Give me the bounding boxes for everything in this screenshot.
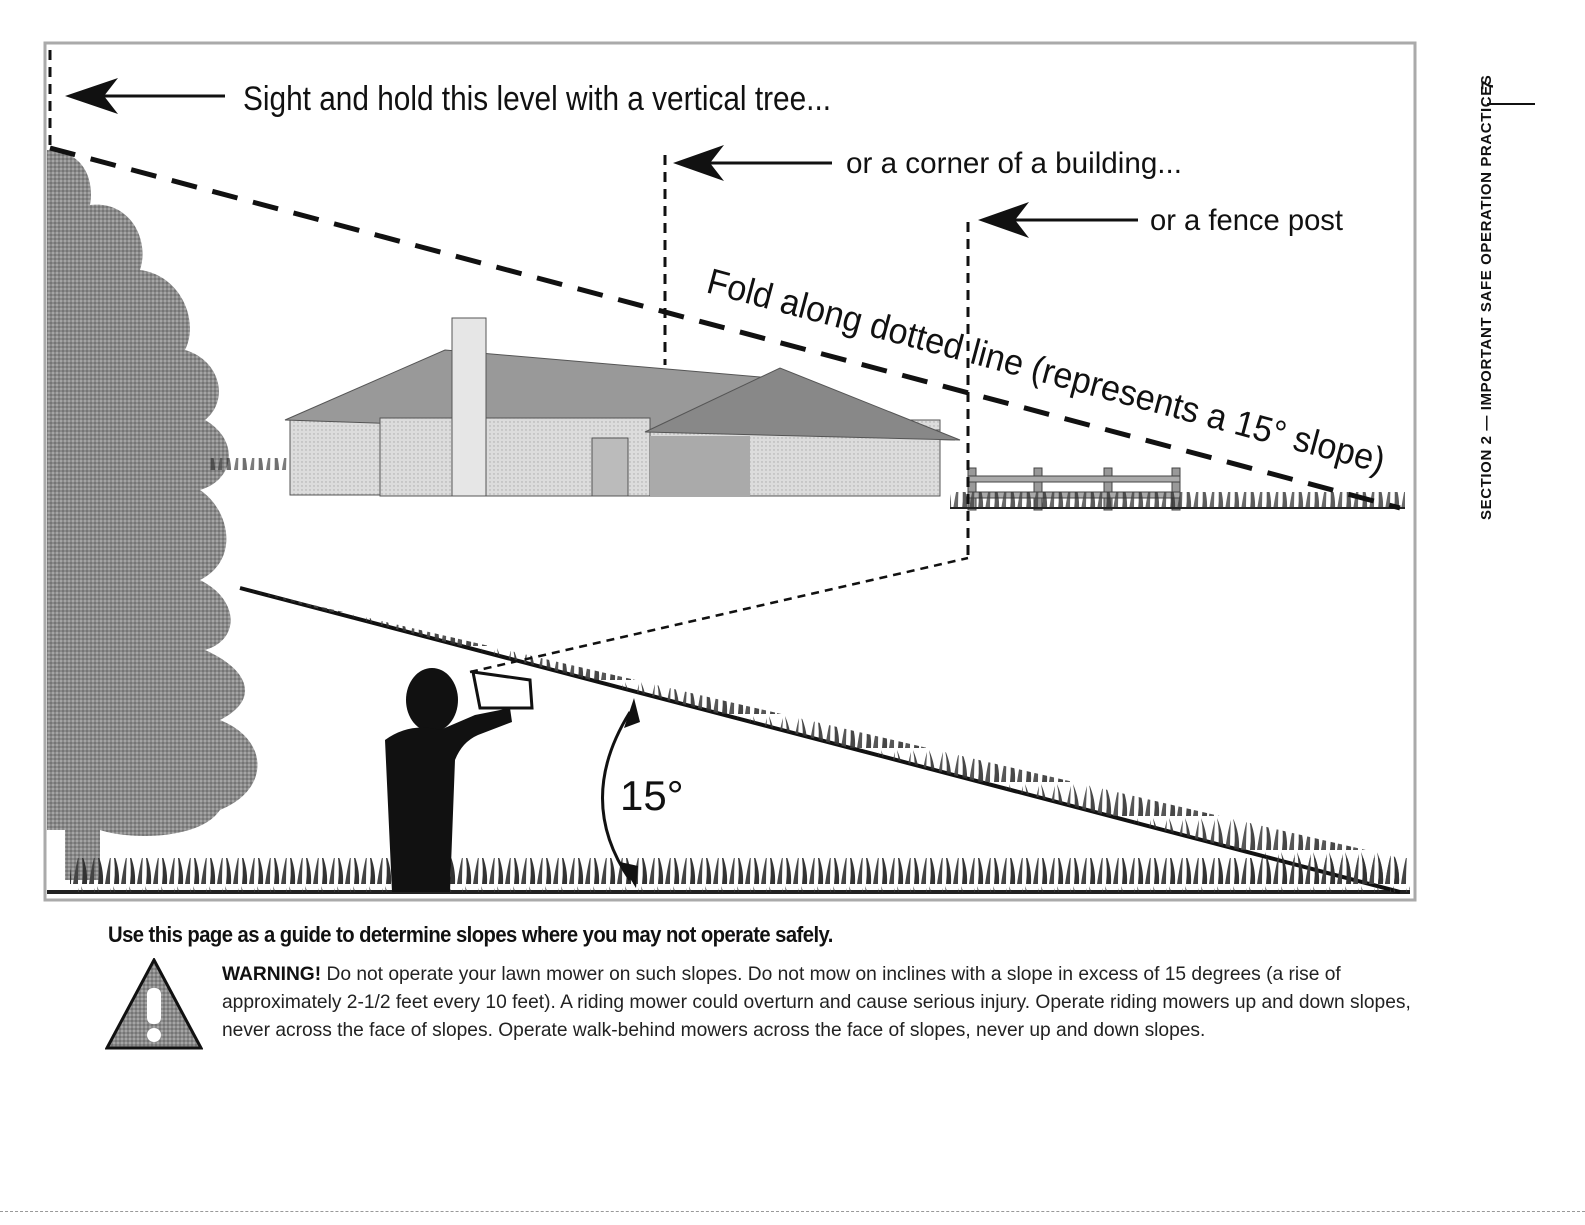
side-divider (1487, 103, 1535, 105)
angle-label: 15° (620, 772, 684, 819)
tree-silhouette (47, 150, 258, 880)
angle-arc (601, 698, 640, 888)
arrow-building (673, 145, 832, 181)
page-bottom-rule (0, 1211, 1585, 1212)
person-silhouette (385, 668, 534, 892)
warning-paragraph: WARNING! Do not operate your lawn mower … (222, 961, 1422, 1045)
sight-label: Sight and hold this level with a vertica… (243, 80, 831, 118)
fold-dotted-line (49, 145, 1401, 511)
house-drawing (284, 317, 961, 497)
fence-drawing (950, 467, 1405, 511)
warning-triangle-icon (105, 958, 203, 1050)
building-label: or a corner of a building... (846, 147, 1182, 180)
warning-heading: WARNING! (222, 964, 322, 985)
section-label: SECTION 2 — IMPORTANT SAFE OPERATION PRA… (1478, 74, 1495, 520)
fence-label: or a fence post (1150, 204, 1344, 237)
arrow-tree (65, 78, 225, 114)
page-caption: Use this page as a guide to determine sl… (108, 922, 833, 947)
warning-body: Do not operate your lawn mower on such s… (222, 964, 1411, 1041)
arrow-fence (978, 202, 1138, 238)
